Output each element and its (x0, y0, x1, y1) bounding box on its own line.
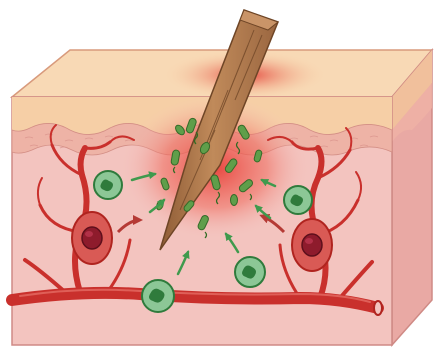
white-blood-cell (235, 257, 265, 287)
red-cell-sheen (85, 231, 93, 237)
vessel-opening (374, 301, 382, 315)
red-blood-cell (82, 227, 102, 249)
white-blood-cell (142, 280, 174, 312)
red-blood-cell (302, 234, 322, 256)
white-blood-cell (94, 171, 122, 199)
bacterium (231, 195, 238, 206)
white-blood-cell (284, 186, 312, 214)
red-cell-sheen (305, 238, 313, 244)
